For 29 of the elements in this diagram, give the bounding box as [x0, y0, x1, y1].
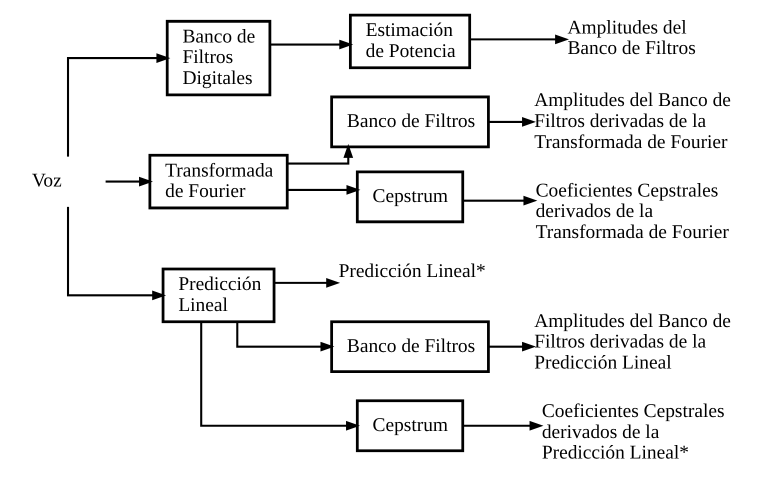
- arrow: [288, 185, 360, 195]
- arrow: [488, 342, 536, 352]
- arrow: [274, 278, 340, 288]
- node-text: Coeficientes Cepstrales derivados de la Transformada de Fourier: [536, 180, 729, 244]
- node-box: Banco de Filtros Digitales: [166, 20, 272, 96]
- node-text: Predicción Lineal*: [338, 260, 486, 282]
- arrow: [462, 420, 544, 431]
- node-text: Coeficientes Cepstrales derivados de la Predicción Lineal*: [542, 401, 725, 464]
- node-box: Banco de Filtros: [330, 96, 490, 148]
- arrow: [488, 117, 536, 127]
- arrow: [66, 53, 170, 157]
- arrow: [66, 206, 166, 300]
- arrow: [106, 176, 153, 186]
- node-box: Estimación de Potencia: [348, 14, 472, 70]
- node-box: Cepstrum: [356, 399, 464, 452]
- arrow: [270, 40, 354, 50]
- arrow: [470, 34, 569, 44]
- node-text: Amplitudes del Banco de Filtros: [568, 17, 696, 60]
- arrow: [200, 322, 360, 431]
- node-text: Voz: [32, 170, 62, 192]
- arrow: [236, 322, 334, 352]
- node-box: Predicción Lineal: [162, 268, 276, 324]
- node-text: Amplitudes del Banco de Filtros derivadas de la Transformada de Fourier: [534, 90, 731, 153]
- node-box: Cepstrum: [356, 170, 464, 224]
- node-box: Banco de Filtros: [330, 320, 490, 374]
- node-box: Transformada de Fourier: [148, 154, 289, 210]
- arrow: [288, 144, 354, 165]
- node-text: Amplitudes del Banco de Filtros derivadas de la Predicción Lineal: [534, 310, 731, 374]
- arrow: [462, 196, 538, 206]
